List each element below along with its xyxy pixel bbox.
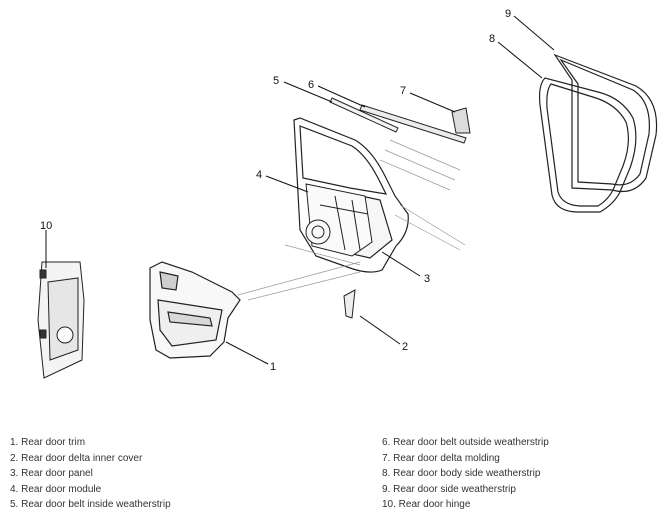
callout-5: 5 (273, 75, 279, 87)
legend-item: 5. Rear door belt inside weatherstrip (10, 499, 171, 511)
belt-outside-weatherstrip (359, 104, 467, 144)
legend-item: 10. Rear door hinge (382, 499, 471, 511)
callout-6: 6 (308, 79, 314, 91)
legend-item: 1. Rear door trim (10, 437, 86, 448)
rear-door-hinge (37, 261, 85, 379)
legend-item: 9. Rear door side weatherstrip (382, 483, 516, 495)
exploded-view-diagram: 1 2 3 4 5 6 7 8 9 10 (37, 8, 658, 379)
callout-1: 1 (270, 361, 276, 373)
rear-door-trim (149, 261, 241, 359)
door-side-weatherstrip (553, 53, 658, 193)
legend-item: 3. Rear door panel (10, 468, 93, 480)
callout-7: 7 (400, 85, 406, 97)
callout-8: 8 (489, 33, 495, 45)
legend-item: 7. Rear door delta molding (382, 452, 500, 464)
legend-item: 4. Rear door module (10, 483, 102, 495)
legend-item: 2. Rear door delta inner cover (10, 452, 143, 464)
legend-item: 8. Rear door body side weatherstrip (382, 468, 541, 480)
belt-inside-weatherstrip (329, 97, 399, 133)
assembly-lines (237, 139, 466, 301)
legend-item: 6. Rear door belt outside weatherstrip (382, 437, 549, 448)
callout-2: 2 (402, 341, 408, 353)
delta-inner-cover (343, 289, 356, 319)
callout-9: 9 (505, 8, 511, 20)
body-side-weatherstrip (538, 77, 637, 213)
callout-4: 4 (256, 169, 262, 181)
rear-door-module (305, 183, 373, 257)
delta-molding (451, 107, 471, 134)
callout-leaders (45, 15, 555, 365)
callout-3: 3 (424, 273, 430, 285)
legend-right: 6. Rear door belt outside weatherstrip 7… (382, 435, 549, 513)
callout-10: 10 (40, 220, 52, 232)
legend-left: 1. Rear door trim 2. Rear door delta inn… (10, 435, 171, 513)
